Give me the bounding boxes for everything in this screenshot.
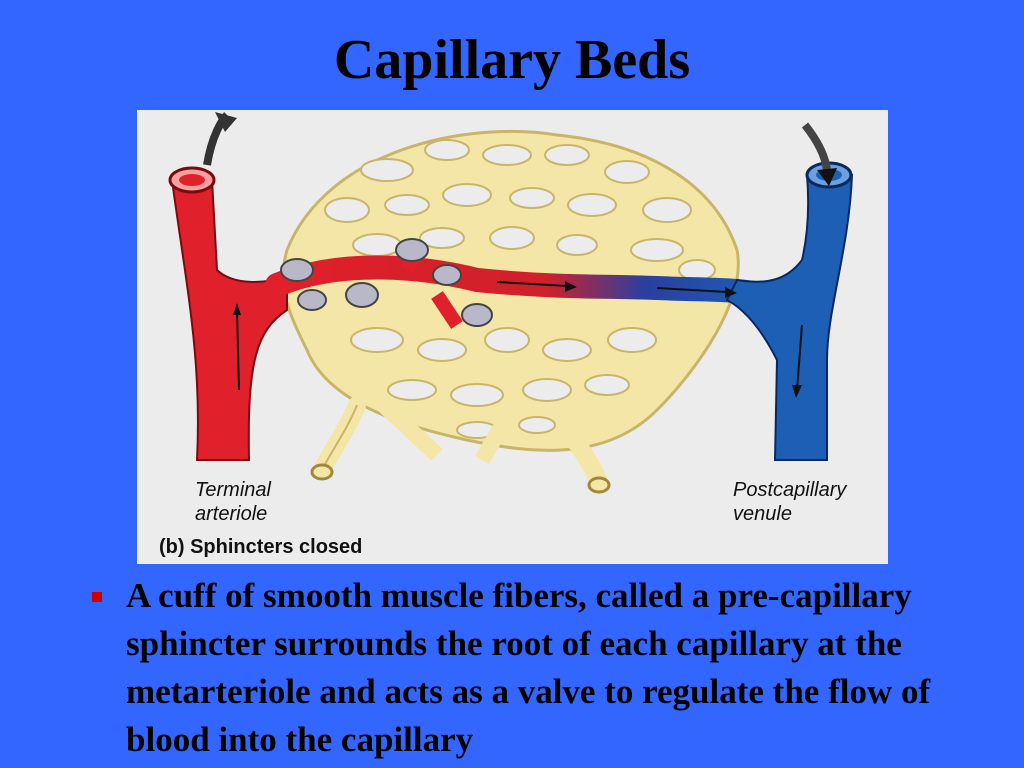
capillary-bed-illustration xyxy=(168,112,854,494)
label-postcapillary-venule-line2: venule xyxy=(733,503,792,525)
slide-title: Capillary Beds xyxy=(333,29,691,91)
terminal-arteriole xyxy=(168,112,288,461)
label-terminal-arteriole-line1: Terminal xyxy=(195,479,271,501)
bullet-list: A cuff of smooth muscle fibers, called a… xyxy=(88,572,988,764)
label-terminal-arteriole-line2: arteriole xyxy=(195,503,268,525)
capillary-bed-figure: Terminal arteriole Postcapillary venule … xyxy=(137,110,888,564)
precapillary-sphincters xyxy=(280,238,493,327)
bullet-text: A cuff of smooth muscle fibers, called a… xyxy=(126,576,931,759)
label-postcapillary-venule: Postcapillary venule xyxy=(733,478,846,526)
capillary-network xyxy=(281,129,740,494)
label-terminal-arteriole: Terminal arteriole xyxy=(195,478,271,526)
bullet-square-icon xyxy=(92,592,102,602)
label-postcapillary-venule-line1: Postcapillary xyxy=(733,479,847,501)
figure-caption: (b) Sphincters closed xyxy=(159,536,363,558)
postcapillary-venule xyxy=(725,122,854,461)
